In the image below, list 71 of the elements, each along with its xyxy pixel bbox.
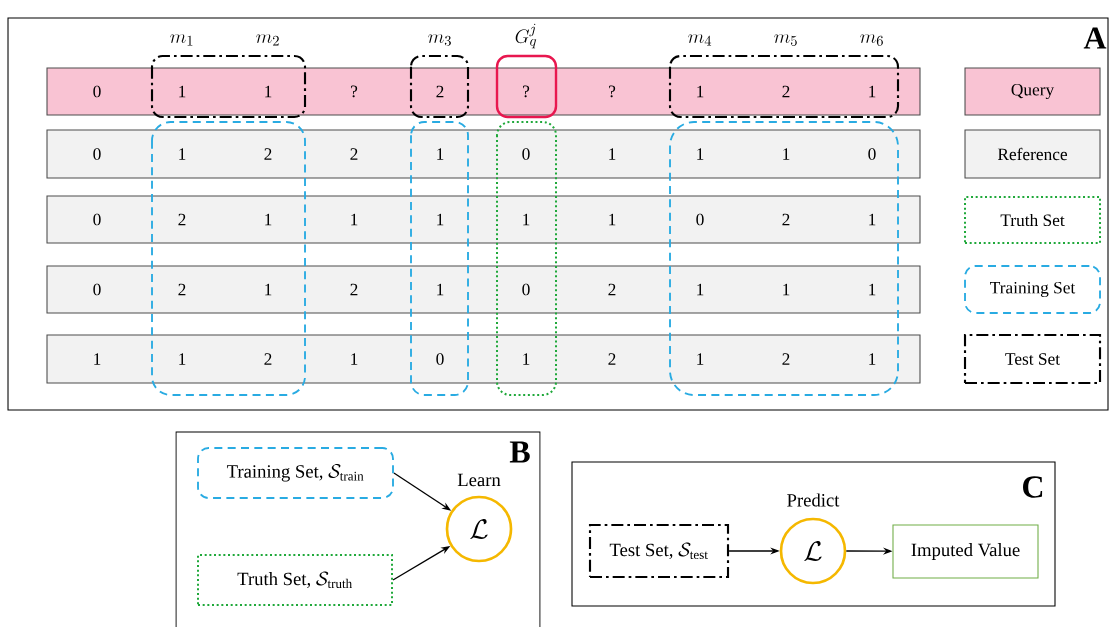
- cell-value: ?: [609, 85, 616, 98]
- cell-value: 1: [437, 148, 444, 160]
- legend-item: Test Set: [963, 333, 1102, 385]
- cell-value: 2: [264, 148, 272, 160]
- cell-value: 1: [697, 85, 704, 98]
- cell-value: 0: [93, 283, 101, 296]
- panel-letter: C: [1023, 476, 1043, 498]
- marker-label: $m_{6}$: [860, 34, 883, 46]
- cell-value: 1: [265, 85, 272, 98]
- cell-value: ?: [351, 85, 358, 98]
- cell-value: 1: [697, 148, 704, 160]
- panel-letter: A: [1083, 27, 1107, 49]
- set-box: $\text{Test Set, }\mathcal{S}_{\text{test}}$: [588, 523, 730, 579]
- cell-value: 2: [350, 283, 358, 296]
- cell-value: 2: [782, 213, 790, 226]
- set-box: Imputed Value: [892, 524, 1039, 579]
- panel-letter: B: [509, 441, 530, 463]
- cell-value: 1: [523, 353, 530, 365]
- cell-value: 0: [696, 213, 704, 226]
- cell-value: 0: [93, 148, 101, 160]
- cell-value: 2: [350, 148, 358, 160]
- legend-item: Query: [964, 67, 1101, 116]
- step-label: Predict: [787, 493, 840, 507]
- marker-label: $m_{3}$: [428, 34, 451, 46]
- marker-label: $G_{q}^{j}$: [515, 23, 537, 49]
- legend-item: Reference: [964, 129, 1101, 179]
- cell-value: 1: [869, 283, 876, 296]
- cell-value: 1: [351, 213, 358, 226]
- cell-value: 0: [93, 213, 101, 226]
- set-box: $\text{Training Set, }\mathcal{S}_{\text{train}}$: [197, 447, 394, 499]
- cell-value: 0: [436, 353, 444, 365]
- cell-value: 1: [609, 148, 616, 160]
- cell-value: 1: [94, 353, 101, 365]
- cell-value: 1: [179, 353, 186, 365]
- cell-value: 1: [437, 283, 444, 296]
- cell-value: 1: [437, 213, 444, 226]
- cell-value: 1: [179, 85, 186, 98]
- cell-value: 1: [265, 213, 272, 226]
- marker-label: $m_{1}$: [170, 34, 193, 46]
- cell-value: 1: [697, 283, 704, 296]
- cell-value: 1: [523, 213, 530, 226]
- cell-value: 0: [522, 283, 530, 296]
- cell-value: 1: [265, 283, 272, 296]
- legend-item: Truth Set: [964, 196, 1101, 244]
- cell-value: 0: [868, 148, 876, 160]
- cell-value: 1: [351, 353, 358, 365]
- cell-value: 1: [783, 283, 790, 296]
- legend-item: Training Set: [964, 265, 1101, 314]
- cell-value: 0: [522, 148, 530, 160]
- cell-value: 2: [178, 283, 186, 296]
- cell-value: 2: [436, 85, 444, 98]
- cell-value: ?: [523, 85, 530, 98]
- cell-value: 2: [782, 353, 790, 365]
- marker-label: $m_{5}$: [774, 34, 797, 46]
- step-label: Learn: [457, 473, 501, 487]
- set-box: $\text{Truth Set, }\mathcal{S}_{\text{truth}}$: [197, 554, 393, 606]
- marker-label: $m_{4}$: [688, 34, 712, 46]
- cell-value: 2: [178, 213, 186, 226]
- marker-label: $m_{2}$: [256, 34, 279, 46]
- cell-value: 1: [869, 85, 876, 98]
- cell-value: 2: [608, 353, 616, 365]
- cell-value: 1: [869, 353, 876, 365]
- cell-value: 2: [782, 85, 790, 98]
- cell-value: 2: [608, 283, 616, 296]
- cell-value: 1: [609, 213, 616, 226]
- cell-value: 1: [697, 353, 704, 365]
- cell-value: 1: [869, 213, 876, 226]
- cell-value: 1: [783, 148, 790, 160]
- cell-value: 0: [93, 85, 101, 98]
- cell-value: 2: [264, 353, 272, 365]
- cell-value: 1: [179, 148, 186, 160]
